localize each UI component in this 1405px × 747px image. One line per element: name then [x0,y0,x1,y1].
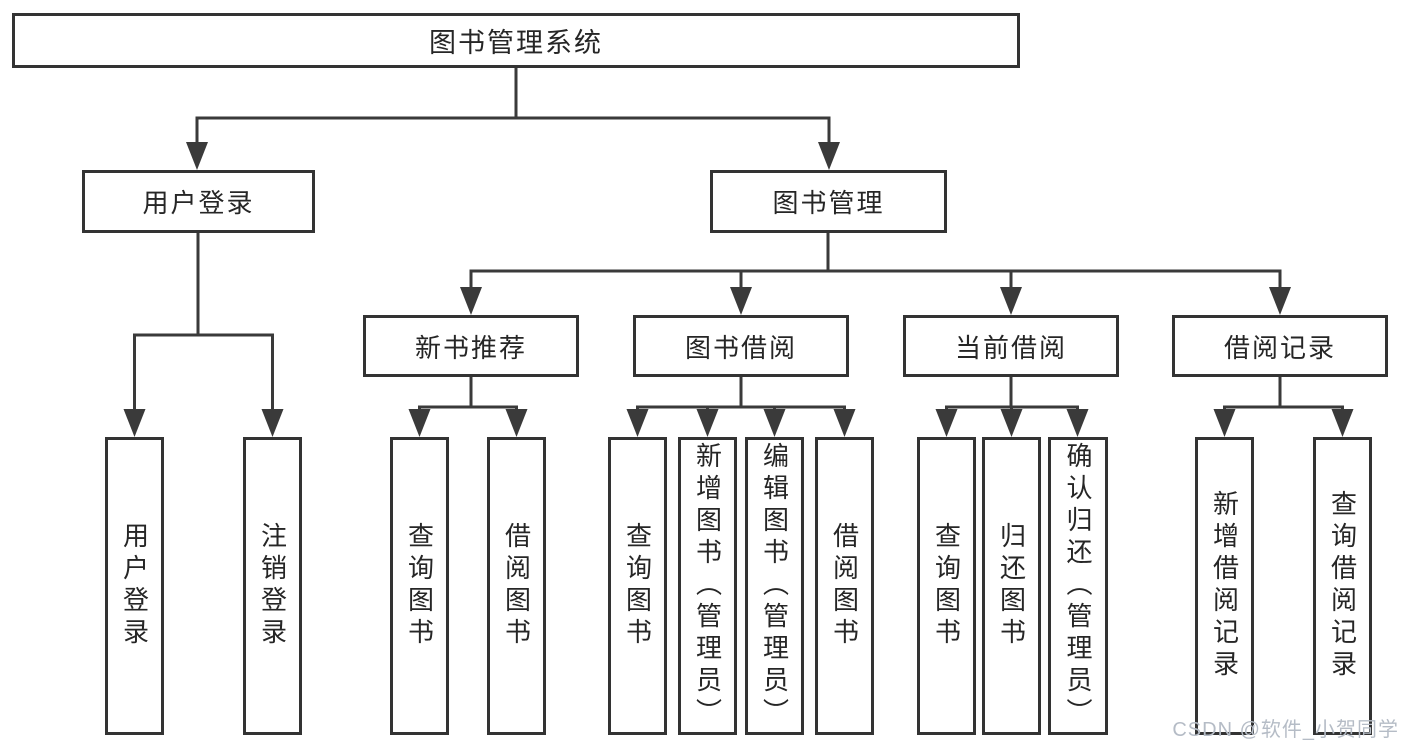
connector-user-login-to-leaves [123,233,284,437]
node-current-borrow: 当前借阅 [903,315,1119,377]
node-new-book-recommend: 新书推荐 [363,315,579,377]
node-user-login: 用户登录 [82,170,315,233]
csdn-watermark: CSDN @软件_小贺同学 [1172,719,1399,741]
leaf-query-books-recommend: 查询图书 [390,437,449,735]
node-borrow-records: 借阅记录 [1172,315,1388,377]
leaf-add-books-admin: 新增图书（管理员） [678,437,737,735]
leaf-confirm-return-admin: 确认归还（管理员） [1048,437,1108,735]
connector-root-to-level2 [186,68,840,170]
leaf-user-login: 用户登录 [105,437,164,735]
leaf-query-books-current: 查询图书 [917,437,976,735]
node-book-borrow: 图书借阅 [633,315,849,377]
leaf-edit-books-admin: 编辑图书（管理员） [745,437,804,735]
leaf-add-borrow-record: 新增借阅记录 [1195,437,1254,735]
node-book-management: 图书管理 [710,170,947,233]
leaf-return-books: 归还图书 [982,437,1041,735]
leaf-borrow-books-recommend: 借阅图书 [487,437,546,735]
connector-current-borrow-to-leaves [935,377,1089,437]
connector-new-book-to-leaves [408,377,528,437]
connector-borrow-records-to-leaves [1213,377,1354,437]
leaf-query-borrow-record: 查询借阅记录 [1313,437,1372,735]
node-library-management-system: 图书管理系统 [12,13,1020,68]
leaf-query-books-borrow: 查询图书 [608,437,667,735]
connector-book-mgmt-to-level3 [460,233,1291,315]
leaf-borrow-books: 借阅图书 [815,437,874,735]
leaf-logout-login: 注销登录 [243,437,302,735]
connector-book-borrow-to-leaves [626,377,856,437]
